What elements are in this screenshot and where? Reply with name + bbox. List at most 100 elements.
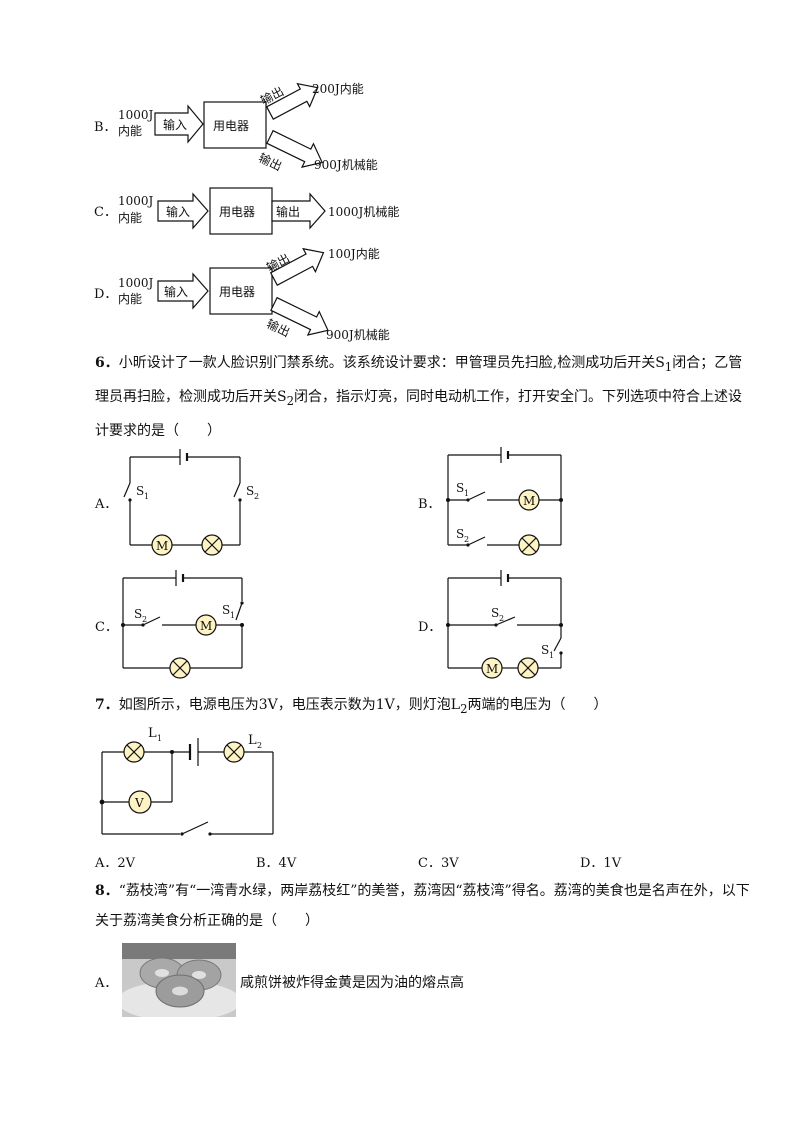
circuit-option-a: A． S 1 S 2 M	[90, 445, 260, 560]
question-text: “荔枝湾”有“一湾青水绿，两岸荔枝红”的美誉，荔湾因“荔枝湾”得名。荔湾的美食也…	[95, 883, 750, 929]
switch-label: S	[222, 603, 230, 617]
energy-option-b: B． 1000J 内能 输入 用电器 输出 200J内能 输出 900J机械能	[80, 75, 400, 180]
output-label: 输出	[276, 204, 300, 219]
lamp-label: L	[248, 733, 257, 748]
lamp-subscript: 2	[257, 741, 262, 750]
question-8-text: 8．“荔枝湾”有“一湾青水绿，两岸荔枝红”的美誉，荔湾因“荔枝湾”得名。荔湾的美…	[95, 876, 755, 936]
switch-s2	[495, 616, 516, 626]
output-value: 1000J机械能	[328, 204, 399, 219]
switch-label: S	[541, 643, 549, 657]
option-letter: A．	[94, 497, 117, 512]
switch-subscript: 2	[464, 535, 469, 544]
input-label: 输入	[166, 204, 190, 219]
motor-label: M	[523, 494, 535, 508]
fried-cake-photo	[122, 943, 236, 1017]
circuit-option-c: C． S 1 S 2 M	[90, 568, 260, 683]
energy-diagram-d: D． 1000J 内能 输入 用电器 输出 100J内能 输出 900J机械能	[94, 247, 390, 342]
option-letter: B．	[418, 497, 441, 512]
energy-diagram-c: C． 1000J 内能 输入 用电器 输出 1000J机械能	[94, 187, 399, 235]
question-text-part: 如图所示，电源电压为3V，电压表示数为1V，则灯泡L	[118, 697, 461, 713]
switch-s2	[142, 616, 161, 626]
choice-c[interactable]: C．3V	[418, 856, 459, 871]
energy-option-d: D． 1000J 内能 输入 用电器 输出 100J内能 输出 900J机械能	[80, 240, 410, 345]
circuit-option-b: B． S 1 M S 2	[413, 445, 588, 560]
circuit-b-diagram: B． S 1 M S 2	[418, 447, 563, 556]
input-energy-amount: 1000J	[118, 108, 154, 122]
question-6-text: 6．小昕设计了一款人脸识别门禁系统。该系统设计要求：甲管理员先扫脸,检测成功后开…	[95, 348, 755, 446]
switch-s2	[467, 536, 486, 546]
device-label: 用电器	[213, 119, 249, 133]
input-energy-amount: 1000J	[118, 276, 154, 290]
switch-subscript: 2	[254, 492, 259, 501]
question-text-part: 两端的电压为（ ）	[467, 697, 608, 713]
voltmeter-label: V	[134, 796, 144, 810]
option-letter: C．	[95, 620, 118, 635]
switch	[181, 821, 209, 835]
input-arrow	[157, 192, 209, 230]
input-energy-amount: 1000J	[118, 194, 154, 208]
switch-s1	[235, 602, 243, 621]
device-label: 用电器	[219, 205, 255, 219]
output-value-lower: 900J机械能	[326, 327, 390, 342]
question-number: 6．	[95, 355, 119, 371]
question-text-part: 闭合，指示灯亮，同时电动机工作，打开安全门。下列选项中符合上述设计要求的是（ ）	[95, 388, 743, 439]
switch-subscript: 2	[142, 615, 147, 624]
lamp-subscript: 1	[157, 734, 162, 743]
output-value-upper: 200J内能	[312, 82, 364, 96]
energy-option-c: C． 1000J 内能 输入 用电器 输出 1000J机械能	[80, 185, 420, 240]
input-energy-type: 内能	[118, 211, 142, 225]
switch-subscript: 1	[464, 489, 469, 498]
input-energy-type: 内能	[118, 292, 142, 306]
device-box	[203, 101, 267, 149]
input-label: 输入	[164, 284, 188, 299]
option-letter: C．	[94, 205, 117, 220]
circuit-option-d: D． S 2 S 1 M	[413, 568, 588, 683]
device-box	[209, 267, 273, 315]
output-arrow-upper	[265, 82, 319, 120]
circuit-q7: L 1 L 2 V	[90, 722, 290, 842]
option-a-letter: A．	[95, 976, 118, 991]
switch-subscript: 1	[144, 492, 149, 501]
input-energy-type: 内能	[118, 124, 142, 138]
option-a-text[interactable]: 咸煎饼被炸得金黄是因为油的熔点高	[240, 975, 464, 991]
question-number: 7．	[95, 697, 119, 713]
switch-label: S	[134, 607, 142, 621]
output-arrow	[271, 192, 326, 230]
motor-label: M	[200, 619, 212, 633]
output-value-lower: 900J机械能	[314, 157, 378, 172]
circuit-d-diagram: D． S 2 S 1 M	[418, 570, 563, 679]
output-value-upper: 100J内能	[328, 247, 380, 261]
device-label: 用电器	[219, 285, 255, 299]
motor-label: M	[156, 539, 168, 553]
switch-subscript: 1	[230, 611, 235, 620]
choice-b[interactable]: B．4V	[256, 856, 297, 871]
question-text-part: 闭合；乙管理员再扫脸，检测成功后开关S	[95, 355, 743, 405]
option-letter: D．	[94, 287, 117, 302]
option-letter: B．	[94, 120, 117, 135]
question-number: 8．	[95, 883, 119, 899]
output-arrow-lower	[266, 129, 323, 168]
fried-cake-image	[122, 943, 236, 1017]
question-text-part: 小昕设计了一款人脸识别门禁系统。该系统设计要求：甲管理员先扫脸,检测成功后开关S	[118, 355, 665, 371]
option-letter: D．	[418, 620, 441, 635]
switch-subscript: 2	[499, 614, 504, 623]
output-arrow-upper	[269, 247, 325, 286]
switch-subscript: 1	[549, 651, 554, 660]
circuit-q7-diagram: L 1 L 2 V	[99, 726, 274, 836]
switch-s1	[553, 637, 562, 652]
question-7-text: 7．如图所示，电源电压为3V，电压表示数为1V，则灯泡L2两端的电压为（ ）	[95, 690, 755, 724]
switch-label: S	[136, 484, 144, 498]
input-label: 输入	[163, 117, 187, 132]
choice-d[interactable]: D．1V	[580, 856, 622, 871]
switch-label: S	[246, 484, 254, 498]
input-arrow	[157, 272, 209, 310]
switch-s1	[123, 482, 131, 498]
input-arrow	[154, 104, 204, 144]
lamp-label: L	[148, 726, 157, 741]
energy-diagram-b: B． 1000J 内能 输入 用电器 输出 200J内能 输出 900J机械能	[94, 82, 378, 174]
switch-s1	[467, 491, 486, 501]
switch-s2	[233, 482, 241, 498]
subscript: 2	[286, 393, 295, 408]
choice-a[interactable]: A．2V	[95, 856, 136, 871]
circuit-a-diagram: A． S 1 S 2 M	[94, 449, 259, 556]
